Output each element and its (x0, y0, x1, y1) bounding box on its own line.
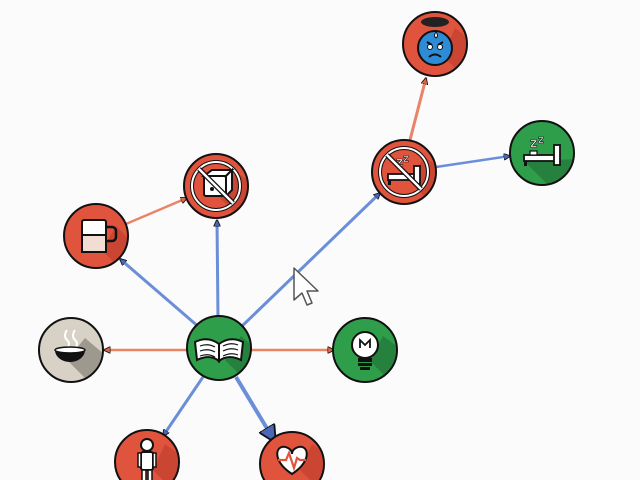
steaming-cup-icon (54, 329, 86, 362)
sweating-face-icon (417, 17, 453, 66)
node-reading-book[interactable] (186, 315, 259, 394)
node-no-sleep[interactable]: Z Z (371, 139, 444, 216)
node-tea-cup[interactable] (38, 317, 111, 394)
node-sleep[interactable]: Z Z (509, 120, 582, 197)
node-heart-rate[interactable] (259, 431, 332, 480)
node-no-dice[interactable] (183, 153, 256, 234)
node-stressed-face[interactable] (402, 11, 475, 88)
edge-book-to-mug (120, 257, 201, 330)
edge-no-sleep-to-sleep (435, 156, 510, 169)
svg-text:Z: Z (396, 158, 403, 169)
edge-book-to-person (161, 376, 205, 436)
svg-text:Z: Z (403, 155, 409, 164)
svg-text:Z: Z (530, 139, 537, 150)
no-sleep-bed-icon: Z Z (378, 146, 430, 198)
person-icon (137, 438, 157, 480)
sleeping-bed-icon: Z Z (523, 136, 561, 166)
edge-book-to-heart (234, 375, 274, 440)
mouse-cursor-icon (293, 267, 319, 306)
edge-mug-to-no-dice (125, 198, 187, 226)
edge-book-to-no-dice (217, 220, 218, 319)
node-light-bulb[interactable] (332, 317, 405, 396)
no-dice-icon (190, 160, 242, 212)
svg-text:Z: Z (538, 136, 544, 145)
edge-book-to-no-sleep (238, 193, 380, 330)
node-coffee-mug[interactable] (63, 203, 136, 286)
node-person[interactable] (114, 429, 187, 480)
edge-no-sleep-to-stressed (408, 78, 426, 141)
mug-icon (81, 219, 118, 253)
open-book-icon (193, 338, 245, 364)
light-bulb-icon (351, 331, 379, 370)
edges-group (104, 78, 510, 440)
heart-rate-icon (276, 445, 308, 476)
